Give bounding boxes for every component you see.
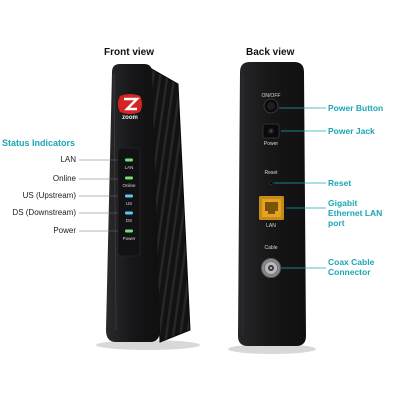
device-label-lan-port: LAN bbox=[266, 223, 276, 229]
reset-hole bbox=[269, 181, 273, 185]
callout-lan-port: Gigabit Ethernet LAN port bbox=[328, 198, 383, 228]
device-label-onoff: ON/OFF bbox=[261, 93, 281, 99]
zoom-logo bbox=[118, 94, 142, 114]
front-shadow bbox=[96, 340, 200, 350]
callout-power-button: Power Button bbox=[328, 103, 384, 113]
device-label-ds: DS bbox=[125, 218, 133, 223]
back-device bbox=[228, 62, 316, 354]
back-shadow bbox=[228, 344, 316, 354]
front-leds bbox=[125, 158, 133, 233]
device-label-online: Online bbox=[122, 183, 136, 188]
front-status-panel bbox=[117, 147, 141, 257]
back-view-title: Back view bbox=[246, 47, 295, 58]
front-side-ribs bbox=[150, 68, 190, 342]
callout-reset: Reset bbox=[328, 178, 352, 188]
label-downstream: DS (Downstream) bbox=[12, 208, 76, 217]
callout-power-jack: Power Jack bbox=[328, 126, 375, 136]
front-view-title: Front view bbox=[104, 47, 155, 58]
device-label-back-power: Power bbox=[263, 141, 279, 147]
device-label-cable: Cable bbox=[264, 245, 278, 251]
status-indicators-heading: Status Indicators bbox=[2, 138, 76, 148]
coax-connector bbox=[261, 258, 281, 278]
device-label-us: US bbox=[125, 201, 133, 206]
label-online: Online bbox=[52, 174, 76, 183]
label-power: Power bbox=[53, 226, 76, 235]
led-ds bbox=[125, 211, 133, 215]
label-upstream: US (Upstream) bbox=[22, 191, 76, 200]
device-label-reset: Reset bbox=[264, 170, 278, 176]
device-label-lan: LAN bbox=[124, 165, 134, 170]
device-label-power: Power bbox=[122, 236, 136, 241]
led-lan bbox=[125, 158, 133, 162]
left-leaders bbox=[79, 159, 118, 232]
front-device bbox=[96, 64, 200, 350]
zoom-logo-text: zoom bbox=[122, 115, 138, 121]
callout-coax: Coax Cable Connector bbox=[328, 257, 375, 277]
right-leaders bbox=[274, 107, 326, 269]
label-lan: LAN bbox=[60, 155, 76, 164]
led-online bbox=[125, 176, 133, 180]
led-power bbox=[125, 229, 133, 233]
led-us bbox=[125, 194, 133, 198]
